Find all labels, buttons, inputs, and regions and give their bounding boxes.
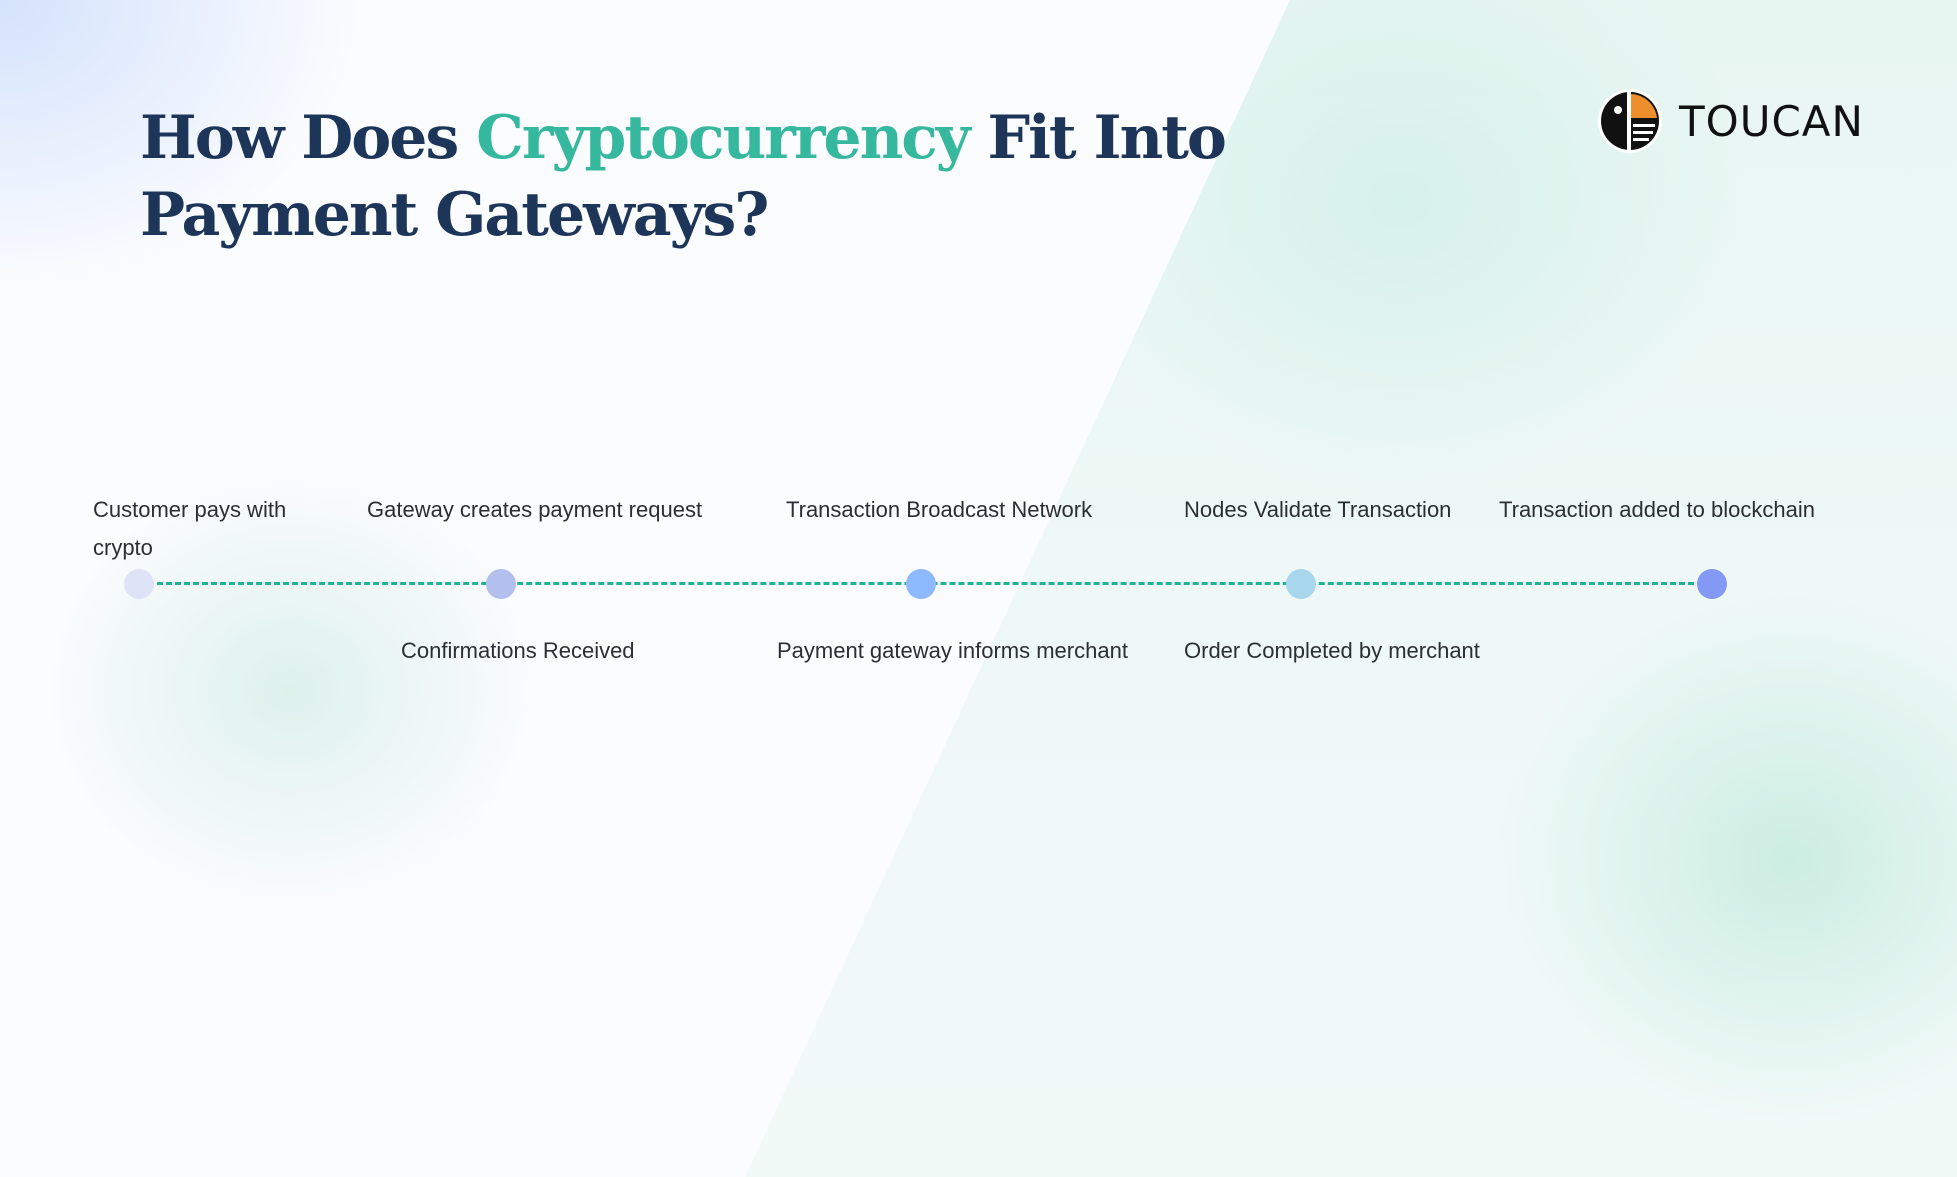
timeline-node-2 (486, 569, 516, 599)
toucan-logo-icon (1598, 89, 1662, 153)
timeline-node-4 (1286, 569, 1316, 599)
title-accent: Cryptocurrency (476, 103, 970, 173)
timeline-node-1 (124, 569, 154, 599)
brand-name: TOUCAN (1679, 96, 1864, 146)
step-label-confirmations: Confirmations Received (401, 638, 635, 663)
timeline-node-5 (1697, 569, 1727, 599)
step-label-broadcast: Transaction Broadcast Network (786, 497, 1093, 522)
step-label-nodes-validate: Nodes Validate Transaction (1184, 497, 1452, 522)
step-label-gateway-request: Gateway creates payment request (367, 497, 703, 522)
timeline-node-3 (906, 569, 936, 599)
step-label-gateway-informs: Payment gateway informs merchant (777, 638, 1128, 663)
brand-logo: TOUCAN (1597, 88, 1864, 154)
step-label-order-completed: Order Completed by merchant (1184, 638, 1480, 663)
step-label-added-blockchain: Transaction added to blockchain (1499, 497, 1815, 522)
